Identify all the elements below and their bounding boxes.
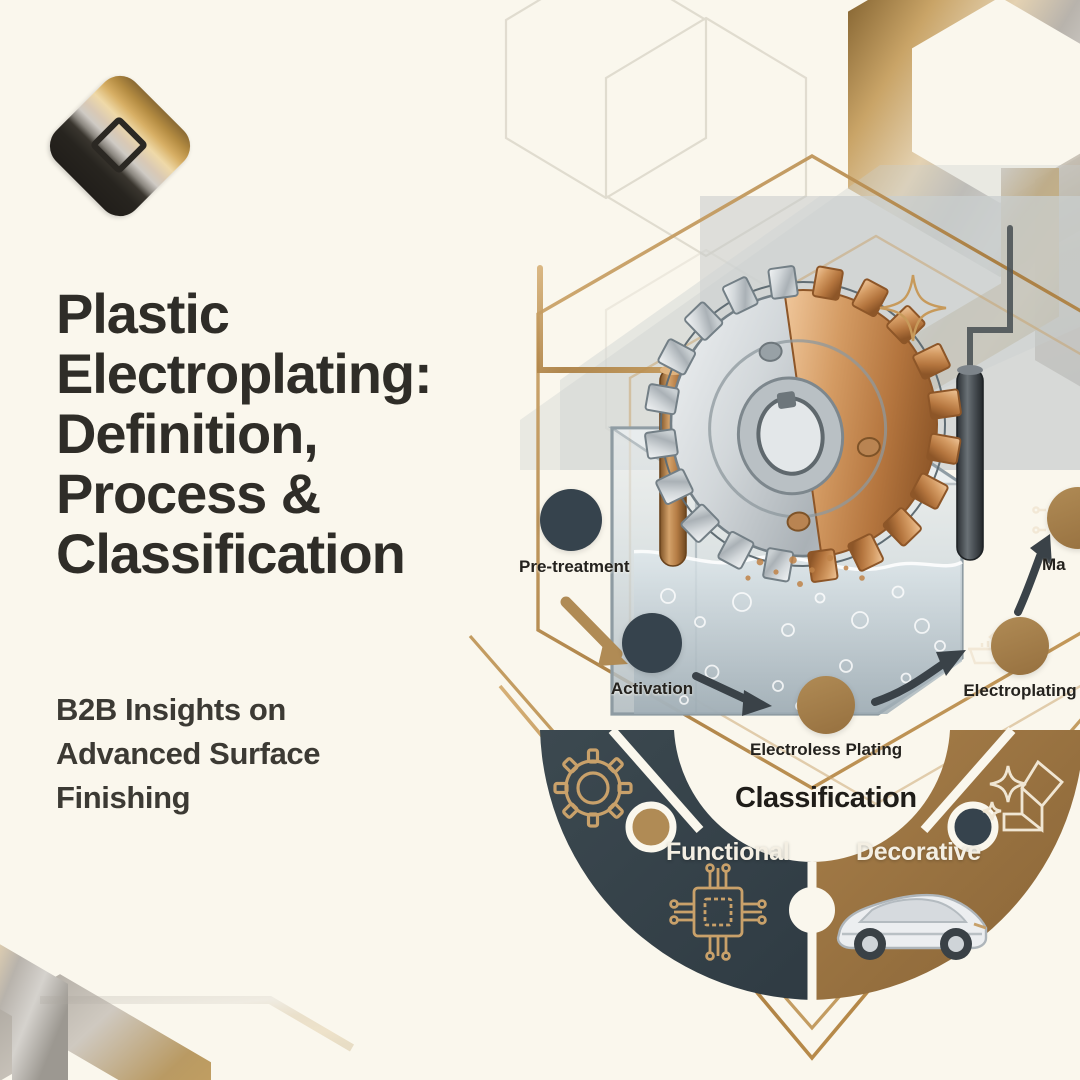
mass-production-icon-circle xyxy=(1047,487,1080,549)
process-step-electroless-plating[interactable]: Electroless Plating xyxy=(750,676,902,760)
classification-segment-decorative[interactable]: Decorative xyxy=(856,838,981,866)
title-line-3: Definition, xyxy=(56,401,319,465)
classification-title: Classification xyxy=(735,782,917,814)
process-step-mass-production[interactable]: Ma xyxy=(1042,487,1080,575)
classification-arc xyxy=(540,727,1080,1010)
process-step-label: Electroplating xyxy=(963,681,1077,700)
electroplating-icon-circle xyxy=(991,617,1049,675)
process-step-label: Electroless Plating xyxy=(750,740,903,759)
electroless-plating-icon-circle xyxy=(797,676,855,734)
process-step-pre-treatment[interactable]: Pre-treatment xyxy=(519,489,630,577)
arc-node-right xyxy=(947,801,999,853)
page-title: Plastic Electroplating: Definition, Proc… xyxy=(56,284,526,584)
microchip-icon xyxy=(669,863,767,961)
title-line-2: Electroplating: xyxy=(56,341,433,405)
subtitle-line-1: B2B Insights on xyxy=(56,692,286,727)
process-step-activation[interactable]: Activation xyxy=(600,613,704,699)
process-flow-arrows xyxy=(560,534,1052,716)
process-step-label: Activation xyxy=(610,679,694,698)
page-subtitle: B2B Insights on Advanced Surface Finishi… xyxy=(56,688,456,820)
title-line-4: Process & xyxy=(56,461,321,525)
sparkle-polish-icon xyxy=(982,759,1064,833)
sports-car-icon xyxy=(836,893,988,960)
title-line-5: Classification xyxy=(56,521,406,585)
arc-node-center xyxy=(789,887,835,933)
title-line-1: Plastic xyxy=(56,282,230,345)
process-step-label: Ma xyxy=(1042,555,1066,574)
process-step-label: Pre-treatment xyxy=(519,557,630,576)
subtitle-line-2: Advanced Surface xyxy=(56,736,321,772)
sparkle-icon xyxy=(879,274,947,342)
arc-node-left xyxy=(625,801,677,853)
gear-outline-icon xyxy=(553,748,633,828)
brand-logo[interactable] xyxy=(40,66,200,226)
classification-segment-functional[interactable]: Functional xyxy=(666,838,790,866)
process-step-electroplating[interactable]: Electroplating xyxy=(961,617,1079,701)
subtitle-line-3: Finishing xyxy=(56,780,191,816)
pre-treatment-icon-circle xyxy=(540,489,602,551)
activation-icon-circle xyxy=(622,613,682,673)
